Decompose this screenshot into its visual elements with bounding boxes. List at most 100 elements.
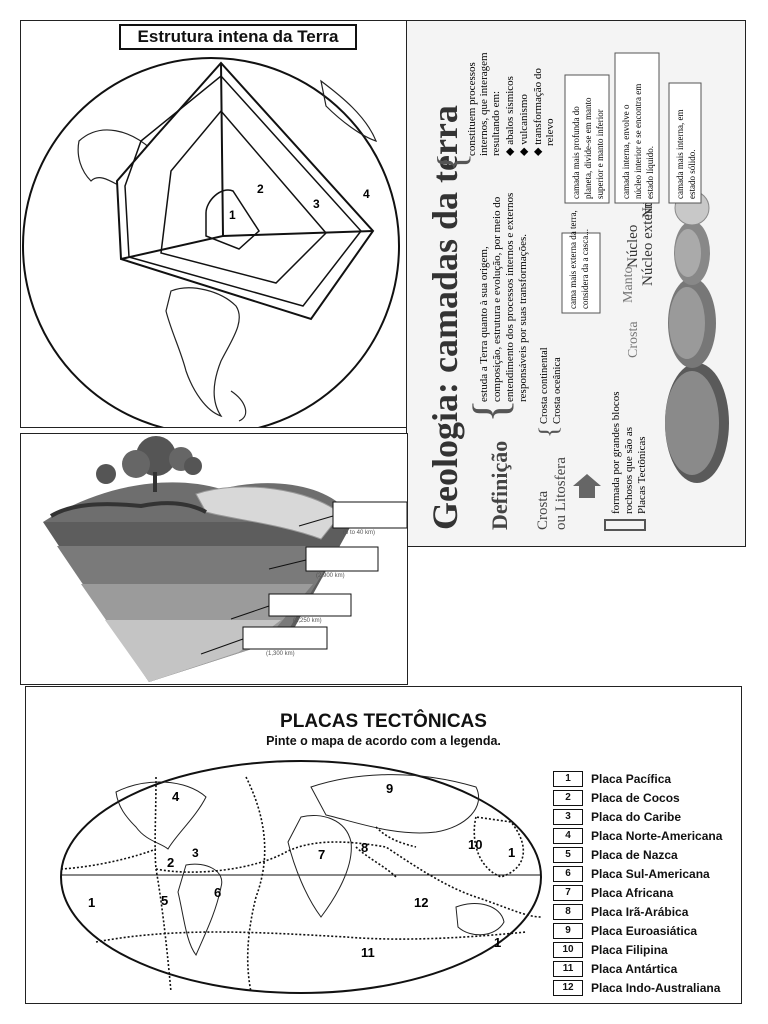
svg-text:camada interna, envolve o: camada interna, envolve o bbox=[621, 104, 631, 199]
legend-label: Placa Sul-Americana bbox=[591, 866, 710, 881]
legend-label: Placa Antártica bbox=[591, 961, 678, 976]
svg-text:superior e manto inferior: superior e manto inferior bbox=[595, 109, 605, 199]
map-label: 9 bbox=[386, 781, 393, 796]
crust-type: Crosta continental bbox=[539, 347, 550, 424]
layer-name: Núcleo externo bbox=[640, 194, 656, 286]
earth-layers-illustration: (5 to 40 km) (2,900 km) (2,250 km) (1,30… bbox=[43, 436, 408, 682]
earth-cutaway-illustration: 1 2 3 4 bbox=[22, 57, 400, 435]
definition-line: entendimento dos processos internos e ex… bbox=[504, 193, 516, 402]
answer-box[interactable] bbox=[332, 501, 408, 529]
svg-text:planeta, divide-se em manto: planeta, divide-se em manto bbox=[583, 97, 593, 199]
map-label: 12 bbox=[414, 895, 428, 910]
crosta-label: Crosta bbox=[535, 490, 551, 530]
layer-name: Crosta bbox=[626, 321, 641, 358]
brace-icon: { bbox=[534, 426, 563, 438]
map-label: 8 bbox=[361, 840, 368, 855]
svg-text:cama mais externa da terra,: cama mais externa da terra, bbox=[568, 210, 578, 309]
legend-row: 11 Placa Antártica bbox=[553, 959, 722, 978]
legend-row: 6 Placa Sul-Americana bbox=[553, 864, 722, 883]
legend-row: 9 Placa Euroasiática bbox=[553, 921, 722, 940]
map-label: 6 bbox=[214, 885, 221, 900]
map-label: 4 bbox=[172, 789, 180, 804]
legend-label: Placa Filipina bbox=[591, 942, 668, 957]
processes-line: constituem processos bbox=[466, 62, 478, 156]
plates-line: formada por grandes blocos bbox=[610, 392, 622, 515]
definition-line: composição, estrutura e evolução, por me… bbox=[491, 196, 503, 402]
legend-label: Placa Irã-Arábica bbox=[591, 904, 689, 919]
depth-label: (5 to 40 km) bbox=[343, 530, 375, 536]
legend-number: 7 bbox=[553, 884, 583, 901]
legend-number: 1 bbox=[553, 770, 583, 787]
legend-number: 9 bbox=[553, 922, 583, 939]
svg-text:camada mais profunda do: camada mais profunda do bbox=[571, 106, 581, 199]
depth-label: (2,900 km) bbox=[316, 573, 345, 579]
legend-row: 10 Placa Filipina bbox=[553, 940, 722, 959]
geology-title: Geologia: camadas da terra bbox=[425, 105, 465, 530]
answer-box[interactable] bbox=[305, 546, 379, 572]
layer-number: 4 bbox=[363, 187, 370, 201]
legend-number: 10 bbox=[553, 941, 583, 958]
brace-icon: { bbox=[429, 153, 474, 172]
bullet-item: ◆ transformação do bbox=[532, 68, 544, 156]
depth-label: (2,250 km) bbox=[293, 618, 322, 624]
legend-number: 8 bbox=[553, 903, 583, 920]
legend-row: 3 Placa do Caribe bbox=[553, 807, 722, 826]
svg-text:núcleo interior e se encontra: núcleo interior e se encontra em bbox=[633, 84, 643, 199]
legend-row: 1 Placa Pacífica bbox=[553, 769, 722, 788]
earth-layers-diagram-panel: (5 to 40 km) (2,900 km) (2,250 km) (1,30… bbox=[20, 433, 408, 685]
svg-text:estado sólido.: estado sólido. bbox=[687, 150, 697, 200]
plates-title: PLACAS TECTÔNICAS bbox=[280, 711, 487, 732]
bullet-item: ◆ abalos sísmicos bbox=[504, 76, 516, 156]
geology-card: Geologia: camadas da terra Definição { e… bbox=[425, 52, 729, 531]
litosfera-label: ou Litosfera bbox=[553, 457, 569, 530]
tectonic-plates-map: 4 9 2 3 7 8 10 1 1 5 6 12 1 11 bbox=[60, 760, 542, 994]
legend-label: Placa de Nazca bbox=[591, 847, 678, 862]
legend-number: 2 bbox=[553, 789, 583, 806]
crust-description: cama mais externa da terra, considera da… bbox=[561, 210, 601, 314]
plates-line: Placas Tectônicas bbox=[636, 436, 648, 514]
legend-number: 11 bbox=[553, 960, 583, 977]
bullet-item: relevo bbox=[544, 118, 556, 146]
definition-line: estuda a Terra quanto à sua origem, bbox=[478, 246, 490, 402]
processes-line: internos, que interagem bbox=[478, 52, 490, 156]
geology-card-panel: Geologia: camadas da terra Definição { e… bbox=[406, 20, 746, 547]
legend-row: 4 Placa Norte-Americana bbox=[553, 826, 722, 845]
plates-line: rochosos que são as bbox=[623, 427, 635, 514]
layer-name: Manto bbox=[621, 266, 636, 303]
legend-row: 2 Placa de Cocos bbox=[553, 788, 722, 807]
layer-number: 3 bbox=[313, 197, 320, 211]
legend-label: Placa de Cocos bbox=[591, 790, 680, 805]
tectonic-plates-panel: PLACAS TECTÔNICAS Pinte o mapa de acordo… bbox=[25, 686, 742, 1004]
svg-text:camada mais interna, em: camada mais interna, em bbox=[675, 110, 685, 199]
map-label: 7 bbox=[318, 847, 325, 862]
legend-label: Placa Africana bbox=[591, 885, 674, 900]
svg-text:estado líquido.: estado líquido. bbox=[645, 146, 655, 199]
layer-number: 1 bbox=[229, 208, 236, 222]
map-label: 5 bbox=[161, 893, 168, 908]
map-label: 1 bbox=[508, 845, 515, 860]
outer-core-description: camada interna, envolve o núcleo interio… bbox=[614, 52, 660, 204]
map-label: 3 bbox=[192, 846, 199, 860]
mantle-description: camada mais profunda do planeta, divide-… bbox=[564, 74, 610, 204]
crust-type: Crosta oceânica bbox=[552, 357, 563, 424]
layer-number: 2 bbox=[257, 182, 264, 196]
legend-label: Placa do Caribe bbox=[591, 809, 682, 824]
answer-box[interactable] bbox=[242, 626, 328, 650]
definition-line: responsáveis por suas transformações. bbox=[517, 234, 529, 402]
legend-number: 3 bbox=[553, 808, 583, 825]
plates-subtitle: Pinte o mapa de acordo com a legenda. bbox=[266, 734, 501, 748]
legend-label: Placa Pacífica bbox=[591, 771, 672, 786]
answer-box[interactable] bbox=[268, 593, 352, 617]
legend-label: Placa Norte-Americana bbox=[591, 828, 723, 843]
definition-label: Definição bbox=[487, 441, 512, 530]
legend-number: 6 bbox=[553, 865, 583, 882]
earth-structure-title: Estrutura intena da Terra bbox=[119, 24, 357, 50]
legend-number: 4 bbox=[553, 827, 583, 844]
earth-structure-panel: 1 2 3 4 Estrutura intena da Terra bbox=[20, 20, 408, 435]
legend-label: Placa Indo-Australiana bbox=[591, 980, 721, 995]
legend-label: Placa Euroasiática bbox=[591, 923, 698, 938]
layer-name: Núcleo bbox=[625, 225, 641, 268]
